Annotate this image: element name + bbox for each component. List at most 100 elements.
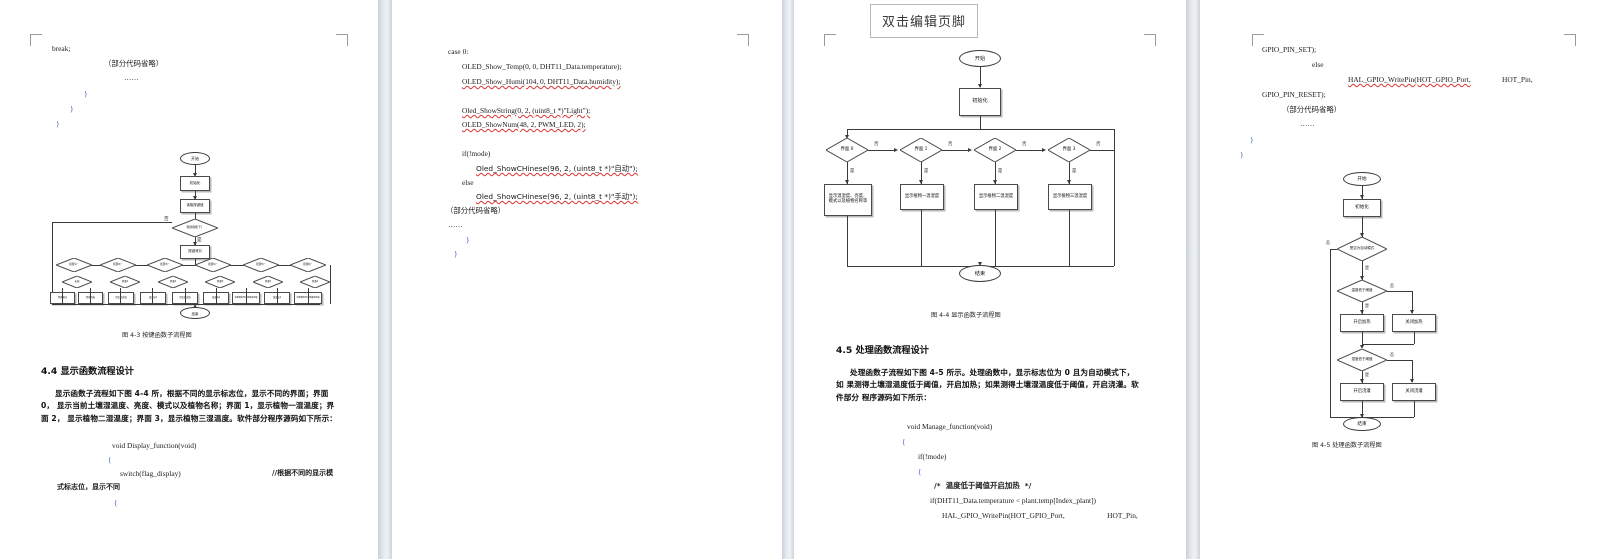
- flow-connector: [847, 129, 981, 130]
- flow-decision-auto-mode: 是否为自动模式: [1337, 237, 1387, 261]
- flow-decision-keypressed: 有按键按下？: [172, 219, 218, 237]
- code-line: ……: [1300, 119, 1315, 128]
- flow-connector: [995, 210, 996, 266]
- flow-arrow: [1409, 310, 1414, 314]
- flow-connector: [120, 288, 121, 304]
- paragraph-line: 显示当前土壤湿温度、亮度、模式以及植物名称；界面 1，显示植物一湿温度；界面 2…: [41, 401, 335, 423]
- flow-action: 亮度加减值: [108, 292, 134, 304]
- code-line: OLED_ShowNum(48, 2, PWM_LED, 2);: [462, 120, 586, 129]
- code-line: HAL_GPIO_WritePin(HOT_GPIO_Port, HOT_Pin…: [942, 511, 1138, 520]
- code-line: }: [56, 119, 60, 128]
- flow-connector: [52, 304, 320, 305]
- flow-arrow: [918, 180, 923, 184]
- flow-edge-label-no: 否: [1096, 142, 1101, 147]
- code-line: }: [84, 89, 88, 98]
- code-line: OLED_Show_Humi(104, 0, DHT11_Data.humidi…: [462, 77, 621, 86]
- flow-action-water-off: 关闭浇灌: [1392, 383, 1436, 401]
- section-heading: 4.4 显示函数流程设计: [41, 366, 134, 377]
- code-line: void Display_function(void): [112, 441, 197, 450]
- code-line: ……: [448, 220, 463, 229]
- code-line: switch(flag_display): [120, 469, 181, 478]
- flow-connector: [980, 67, 981, 87]
- code-line: Oled_ShowCHinese(96, 2, (uint8_t *)"自动")…: [476, 164, 638, 173]
- flow-action-ui1: 显示植物一温湿度: [900, 184, 944, 210]
- code-line: }: [1250, 135, 1254, 144]
- figure-caption: 图 4-5 处理函数子流程图: [1312, 442, 1382, 449]
- flow-end: 结束: [959, 265, 1001, 282]
- document-page-2[interactable]: case 0: OLED_Show_Temp(0, 0, DHT11_Data.…: [392, 0, 782, 559]
- flow-decision-key: 按键6？: [290, 258, 326, 272]
- flow-edge-label-no: 否: [164, 217, 169, 222]
- flow-decision-ui3: 界面 3: [1048, 138, 1090, 162]
- flow-connector: [942, 150, 970, 151]
- flow-edge-label-yes: 是: [1365, 303, 1369, 308]
- flow-init: 初始化: [180, 176, 210, 191]
- flow-connector: [847, 216, 848, 266]
- code-line: void Manage_function(void): [907, 422, 993, 431]
- flow-decision-key: 按键1？: [56, 258, 92, 272]
- flow-action-ui2: 显示植物二温湿度: [974, 184, 1018, 210]
- flow-arrow: [192, 242, 197, 246]
- paragraph-line: 果测得土壤湿温度低于阈值，开启加热；如果测得土壤湿温度低于阈值，开启浇灌。软件部…: [836, 380, 1139, 402]
- flow-decision-sub: 界面2: [300, 276, 330, 288]
- code-line: else: [462, 178, 474, 187]
- code-line: ……: [124, 73, 139, 82]
- code-line: OLED_Show_Temp(0, 0, DHT11_Data.temperat…: [462, 62, 622, 71]
- flow-decision-humi: 湿度低于阈值: [1337, 349, 1387, 371]
- code-line: }: [1240, 150, 1244, 159]
- flow-arrow: [1359, 195, 1364, 199]
- flow-edge-label-yes: 是: [850, 169, 855, 174]
- section-heading: 4.5 处理函数流程设计: [836, 345, 929, 356]
- flow-arrow: [1359, 379, 1364, 383]
- flow-edge-label-yes: 是: [1365, 372, 1369, 377]
- flow-decision-sub: 界面1: [110, 276, 140, 288]
- code-line: {: [918, 467, 922, 476]
- code-line: GPIO_PIN_RESET);: [1262, 90, 1326, 99]
- flow-action: 温度加1: [140, 292, 166, 304]
- flow-arrow: [844, 180, 849, 184]
- flow-start: 开始: [180, 152, 210, 165]
- flow-connector: [90, 288, 91, 304]
- flow-start: 开始: [1343, 172, 1381, 186]
- code-line: （部分代码省略）: [104, 59, 164, 68]
- paragraph-line: 显示植物二湿温度；界面 3，显示植物三湿温度。软件部分程序源码如下所示：: [67, 413, 337, 423]
- code-comment: //根据不同的显示模: [272, 469, 334, 477]
- flow-arrow: [977, 262, 982, 266]
- flow-edge-label-no: 否: [874, 142, 879, 147]
- flow-connector: [1414, 401, 1415, 417]
- flow-connector: [195, 191, 196, 199]
- document-page-1[interactable]: break; （部分代码省略） …… } } } 开始 初始化 读取按键值 有按…: [0, 0, 378, 559]
- flow-connector: [1016, 150, 1044, 151]
- page-gap: [1186, 0, 1200, 559]
- code-line: }: [70, 104, 74, 113]
- flow-edge-label-yes: 是: [1365, 265, 1369, 270]
- flowchart-display-function: 开始 初始化 界面 0 界面 1 界面 2 界面 3: [794, 0, 1186, 300]
- flow-connector: [1330, 249, 1331, 417]
- flow-connector: [1362, 371, 1363, 383]
- footer-edit-tooltip[interactable]: 双击编辑页脚: [870, 4, 979, 38]
- flow-decision-sub: 界面0: [205, 276, 235, 288]
- flow-end: 结束: [180, 307, 210, 319]
- flow-decision-key: 按键3？: [147, 258, 183, 272]
- code-comment: 式标志位，显示不同: [57, 483, 120, 491]
- flow-connector: [1114, 129, 1115, 150]
- flow-connector: [195, 237, 196, 245]
- code-line: Oled_ShowString(0, 2, (uint8_t *)"Light"…: [462, 106, 591, 115]
- flow-connector: [1414, 332, 1415, 344]
- flow-arrow: [1359, 414, 1364, 418]
- flow-arrow: [192, 173, 197, 177]
- flow-connector: [1362, 344, 1414, 345]
- document-page-4[interactable]: GPIO_PIN_SET); else HAL_GPIO_WritePin(HO…: [1200, 0, 1610, 559]
- flow-action-heat-off: 关闭加热: [1392, 314, 1436, 332]
- flow-connector: [1412, 360, 1413, 382]
- flow-connector: [980, 116, 981, 129]
- crop-mark-top-left: [1252, 34, 1264, 46]
- code-line: if(!mode): [462, 149, 491, 158]
- flow-connector: [1069, 162, 1070, 184]
- flow-decision-temp: 温度低于阈值: [1337, 280, 1387, 302]
- flow-connector: [1362, 401, 1363, 417]
- flow-init: 初始化: [1343, 199, 1381, 217]
- document-page-3[interactable]: 双击编辑页脚 开始 初始化 界面 0 界面 1 界面 2: [794, 0, 1186, 559]
- code-line: }: [466, 235, 470, 244]
- flow-edge-label-yes: 是: [1072, 169, 1077, 174]
